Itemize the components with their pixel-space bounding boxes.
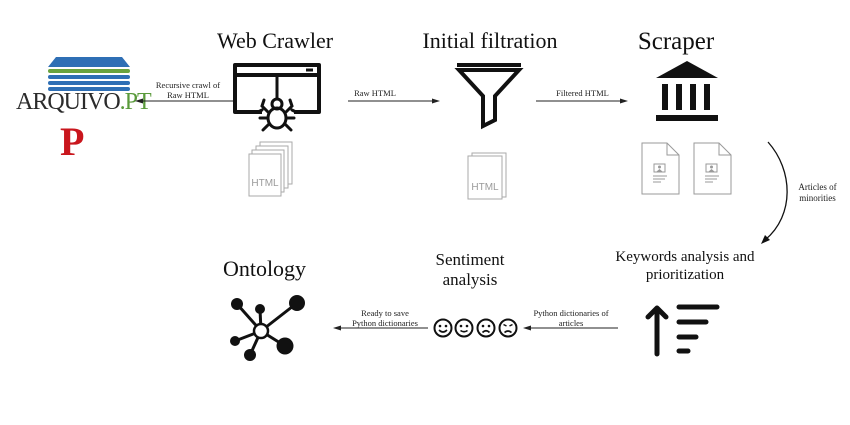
arquivo-suffix: .PT: [119, 89, 152, 115]
html-documents-stack-icon: HTML: [248, 141, 293, 197]
node-title-ontology: Ontology: [222, 256, 307, 281]
node-title-initial-filtration: Initial filtration: [422, 28, 558, 53]
title-line: Keywords analysis and: [615, 249, 755, 265]
title-line: analysis: [442, 270, 498, 289]
edge-label-line: Raw HTML: [354, 88, 396, 98]
arrow-ready: [333, 325, 428, 331]
arquivo-pt-logo: ARQUIVO.PT: [14, 55, 152, 115]
edge-label-line: Ready to save: [361, 308, 409, 318]
publico-letter: P: [60, 119, 85, 164]
funnel-icon: [454, 63, 524, 130]
article-document-icon: [693, 142, 732, 195]
arrow-dicts: [523, 325, 618, 331]
node-title-web-crawler: Web Crawler: [216, 28, 334, 53]
sort-ascending-icon: [645, 304, 720, 357]
edge-label-articles: Articles of minorities: [790, 182, 845, 204]
title-line: prioritization: [645, 267, 725, 283]
article-document-icon: [641, 142, 680, 195]
edge-label-line: Articles of: [798, 182, 837, 192]
html-documents-pair-icon: HTML: [467, 152, 507, 200]
emoji-faces-icon: [433, 318, 518, 338]
node-title-keywords: Keywords analysis and prioritization: [610, 248, 760, 284]
title-line: Sentiment: [435, 250, 505, 269]
edge-label-line: Filtered HTML: [556, 88, 609, 98]
arquivo-wordmark: ARQUIVO: [16, 89, 121, 115]
sad-face-icon: [476, 318, 496, 338]
arrow-articles-curved: [761, 141, 788, 244]
edge-label-line: Recursive crawl of: [155, 80, 221, 90]
edge-label-dicts: Python dictionaries of articles: [526, 308, 616, 328]
edge-label-ready: Ready to save Python dictionaries: [345, 308, 425, 328]
happy-face-icon: [454, 318, 474, 338]
arquivo-stack-icon: [48, 57, 130, 91]
spider-browser-icon: [233, 63, 321, 132]
edge-label-line: Raw HTML: [167, 90, 209, 100]
angry-face-icon: [498, 318, 518, 338]
edge-label-line: minorities: [799, 193, 836, 203]
edge-label-filtered: Filtered HTML: [545, 88, 620, 98]
doc-label: HTML: [471, 182, 499, 193]
node-title-sentiment: Sentiment analysis: [430, 250, 510, 290]
very-happy-face-icon: [433, 318, 453, 338]
edge-label-line: articles: [558, 318, 584, 328]
doc-label: HTML: [251, 178, 279, 189]
network-graph-icon: [230, 295, 305, 361]
edge-label-line: Python dictionaries of: [533, 308, 609, 318]
edge-label-line: Python dictionaries: [352, 318, 418, 328]
arrow-filtered: [536, 98, 628, 104]
node-title-scraper: Scraper: [637, 28, 715, 55]
arrow-crawl: [135, 98, 235, 104]
edge-label-crawl: Recursive crawl of Raw HTML: [148, 80, 228, 100]
publico-logo: P: [60, 122, 84, 162]
institution-icon: [656, 61, 718, 121]
arrow-raw: [348, 98, 440, 104]
edge-label-raw: Raw HTML: [345, 88, 405, 98]
